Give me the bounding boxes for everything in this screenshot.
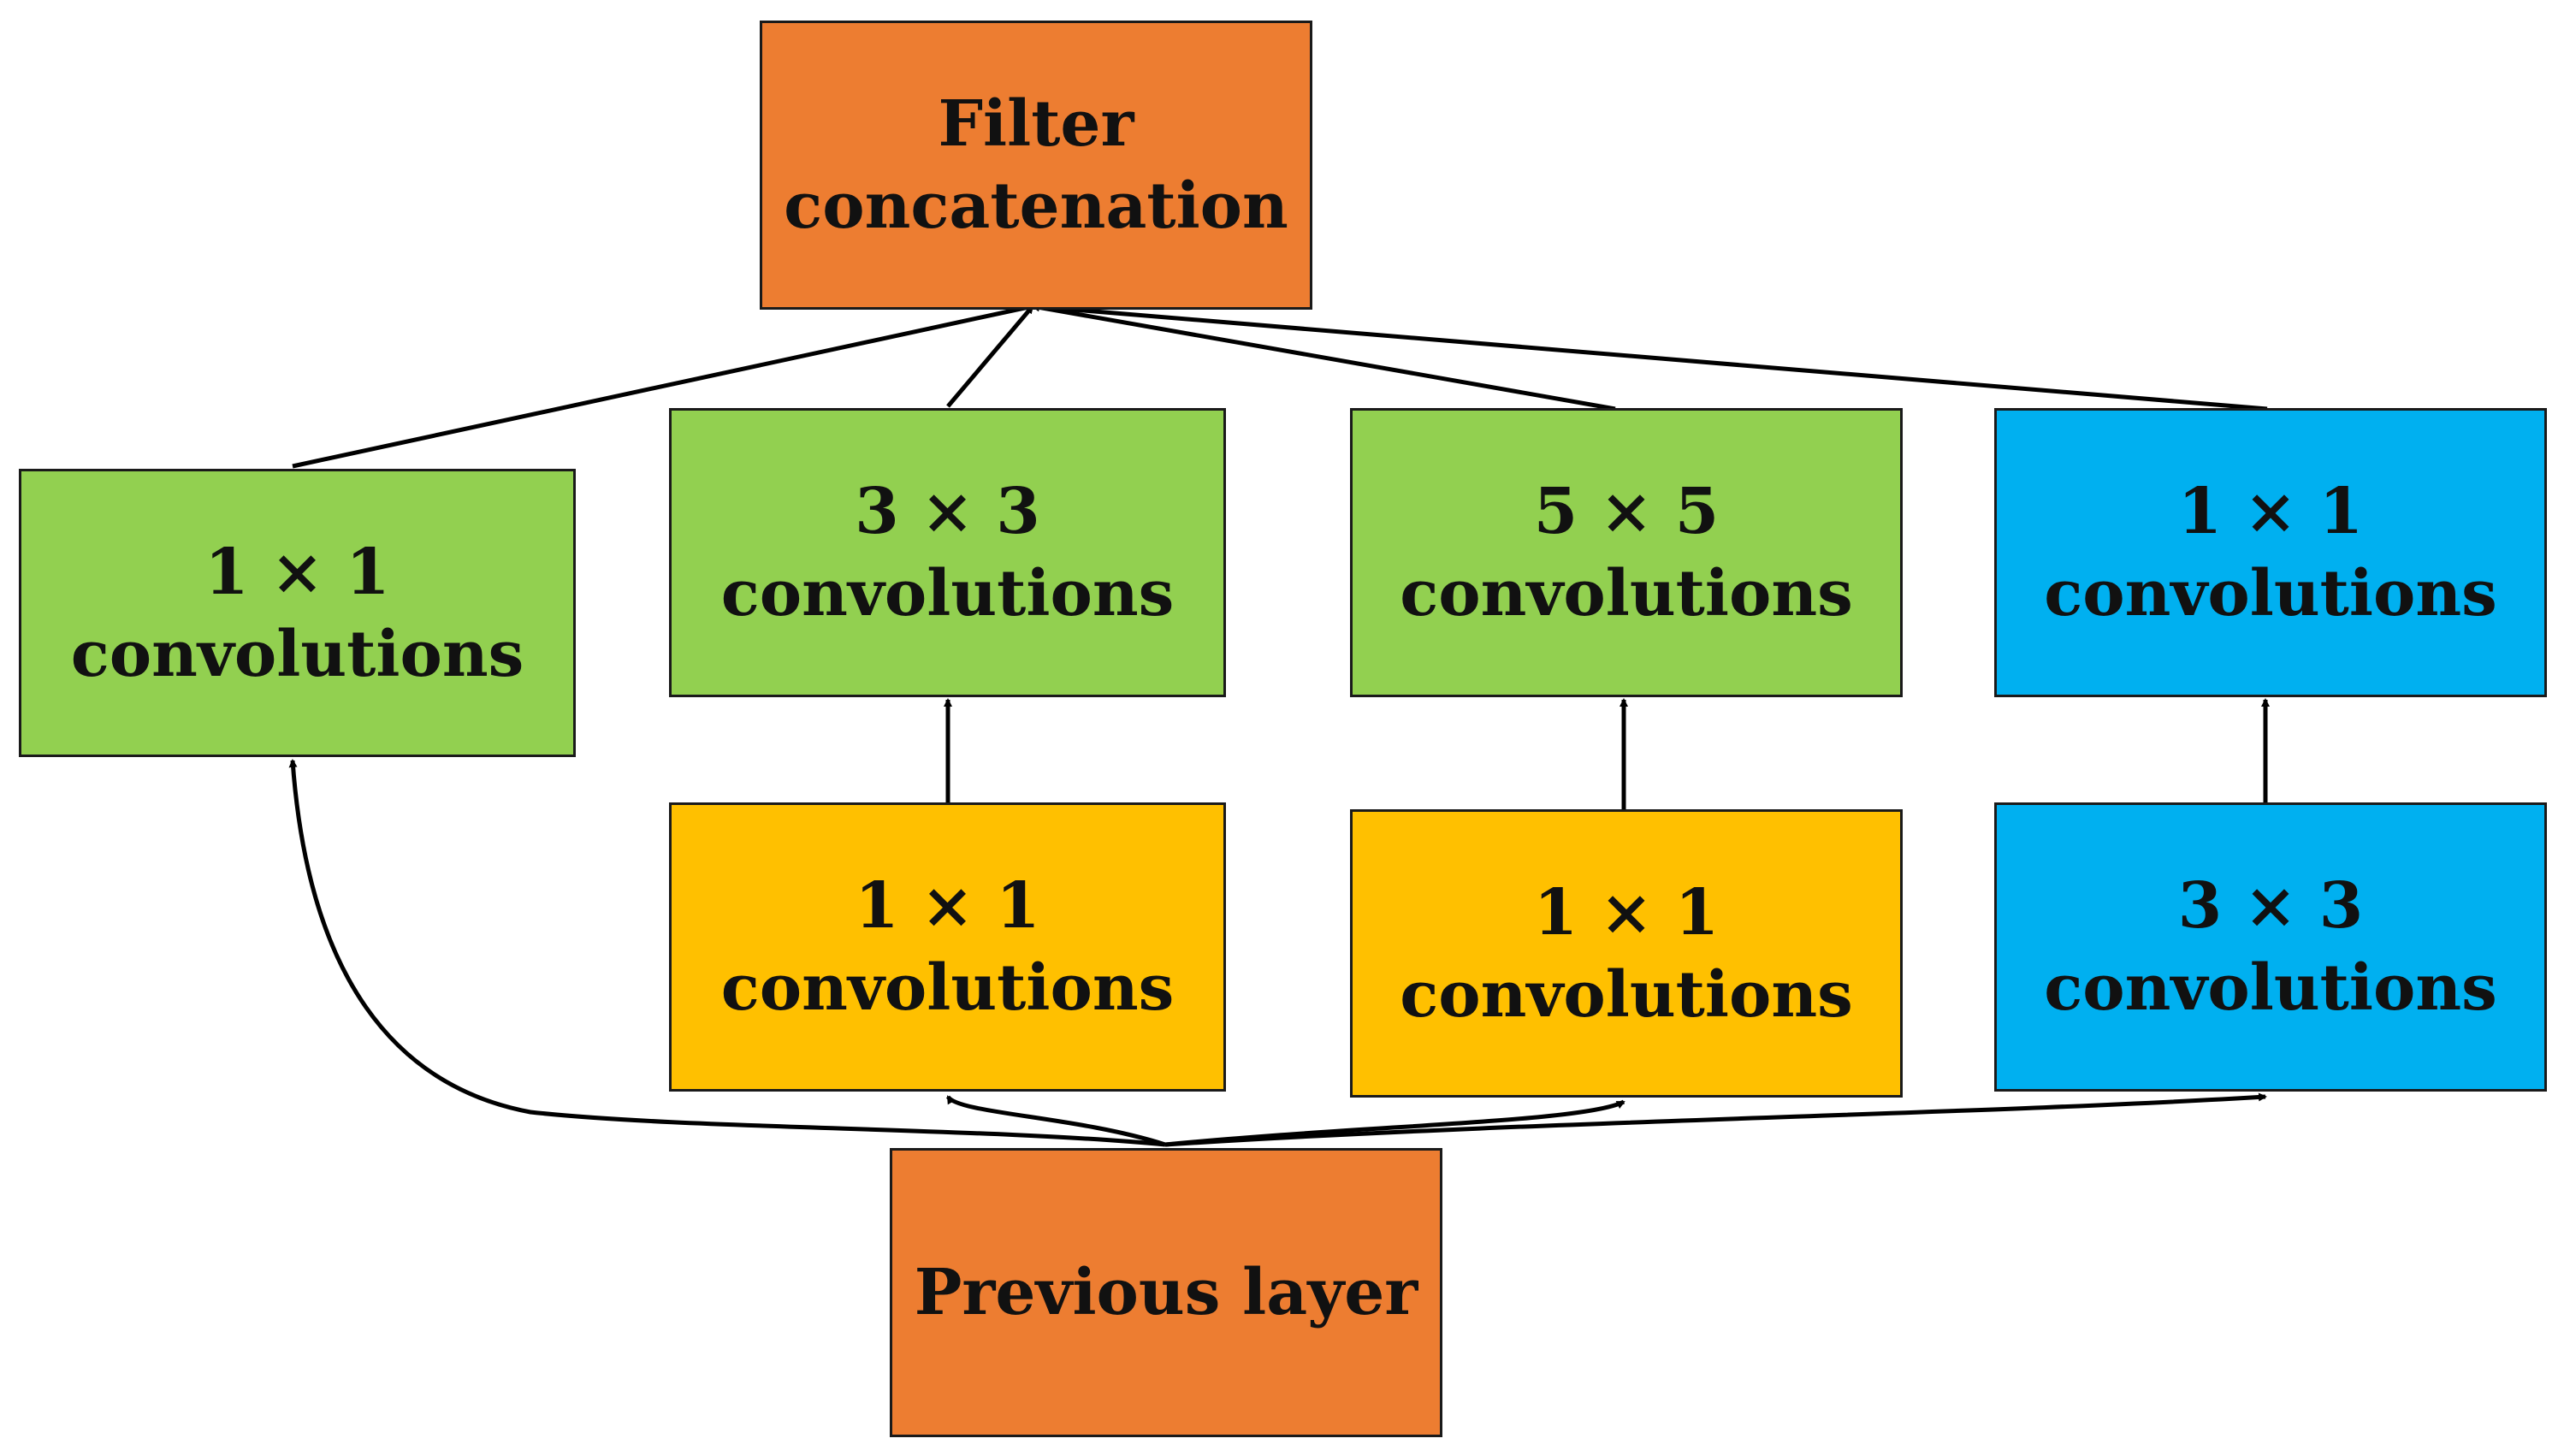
node-label-line1: 1 × 1 xyxy=(204,535,390,609)
previous-layer-node: Previous layer xyxy=(890,1148,1442,1437)
edge-conv3x3-a-to-filter-concat xyxy=(946,305,1034,408)
node-label-line2: convolutions xyxy=(1400,557,1853,630)
edge-conv5x5-to-filter-concat xyxy=(1031,303,1616,411)
filter-concatenation-node: Filter concatenation xyxy=(760,21,1312,310)
node-label-line1: 3 × 3 xyxy=(855,475,1040,548)
node-label-line2: convolutions xyxy=(2044,557,2497,630)
edge-conv1x1-d-to-filter-concat xyxy=(1031,302,2268,411)
edge-previous-to-conv1x1-b xyxy=(945,1095,1166,1147)
conv1x1-branch1-node: 1 × 1 convolutions xyxy=(19,469,576,757)
edge-conv1x1-a-to-filter-concat xyxy=(292,303,1034,469)
conv1x1-reduce-branch2-node: 1 × 1 convolutions xyxy=(669,802,1226,1092)
node-label-line2: convolutions xyxy=(2044,951,2497,1025)
conv3x3-pool-branch4-node: 3 × 3 convolutions xyxy=(1994,802,2547,1092)
edge-previous-to-conv1x1-a xyxy=(288,759,1166,1147)
node-label-line1: 3 × 3 xyxy=(2177,869,2364,943)
node-label-line1: Previous layer xyxy=(914,1256,1418,1329)
node-label-line1: 1 × 1 xyxy=(1533,875,1720,950)
edge-previous-to-conv1x1-c xyxy=(1164,1099,1625,1147)
node-label-line2: convolutions xyxy=(720,557,1175,630)
node-label-line2: concatenation xyxy=(784,169,1288,243)
node-label-line1: 5 × 5 xyxy=(1533,475,1720,548)
node-label-line1: 1 × 1 xyxy=(2177,475,2364,548)
node-label-line2: convolutions xyxy=(70,617,524,691)
conv3x3-branch2-node: 3 × 3 convolutions xyxy=(669,408,1226,697)
conv1x1-branch4-node: 1 × 1 convolutions xyxy=(1994,408,2547,697)
node-label-line1: Filter xyxy=(938,87,1134,161)
edge-previous-to-conv3x3-b xyxy=(1164,1092,2267,1147)
node-label-line1: 1 × 1 xyxy=(855,869,1040,943)
node-label-line2: convolutions xyxy=(1400,957,1853,1032)
conv5x5-branch3-node: 5 × 5 convolutions xyxy=(1350,408,1903,697)
conv1x1-reduce-branch3-node: 1 × 1 convolutions xyxy=(1350,809,1903,1098)
node-label-line2: convolutions xyxy=(720,951,1175,1025)
